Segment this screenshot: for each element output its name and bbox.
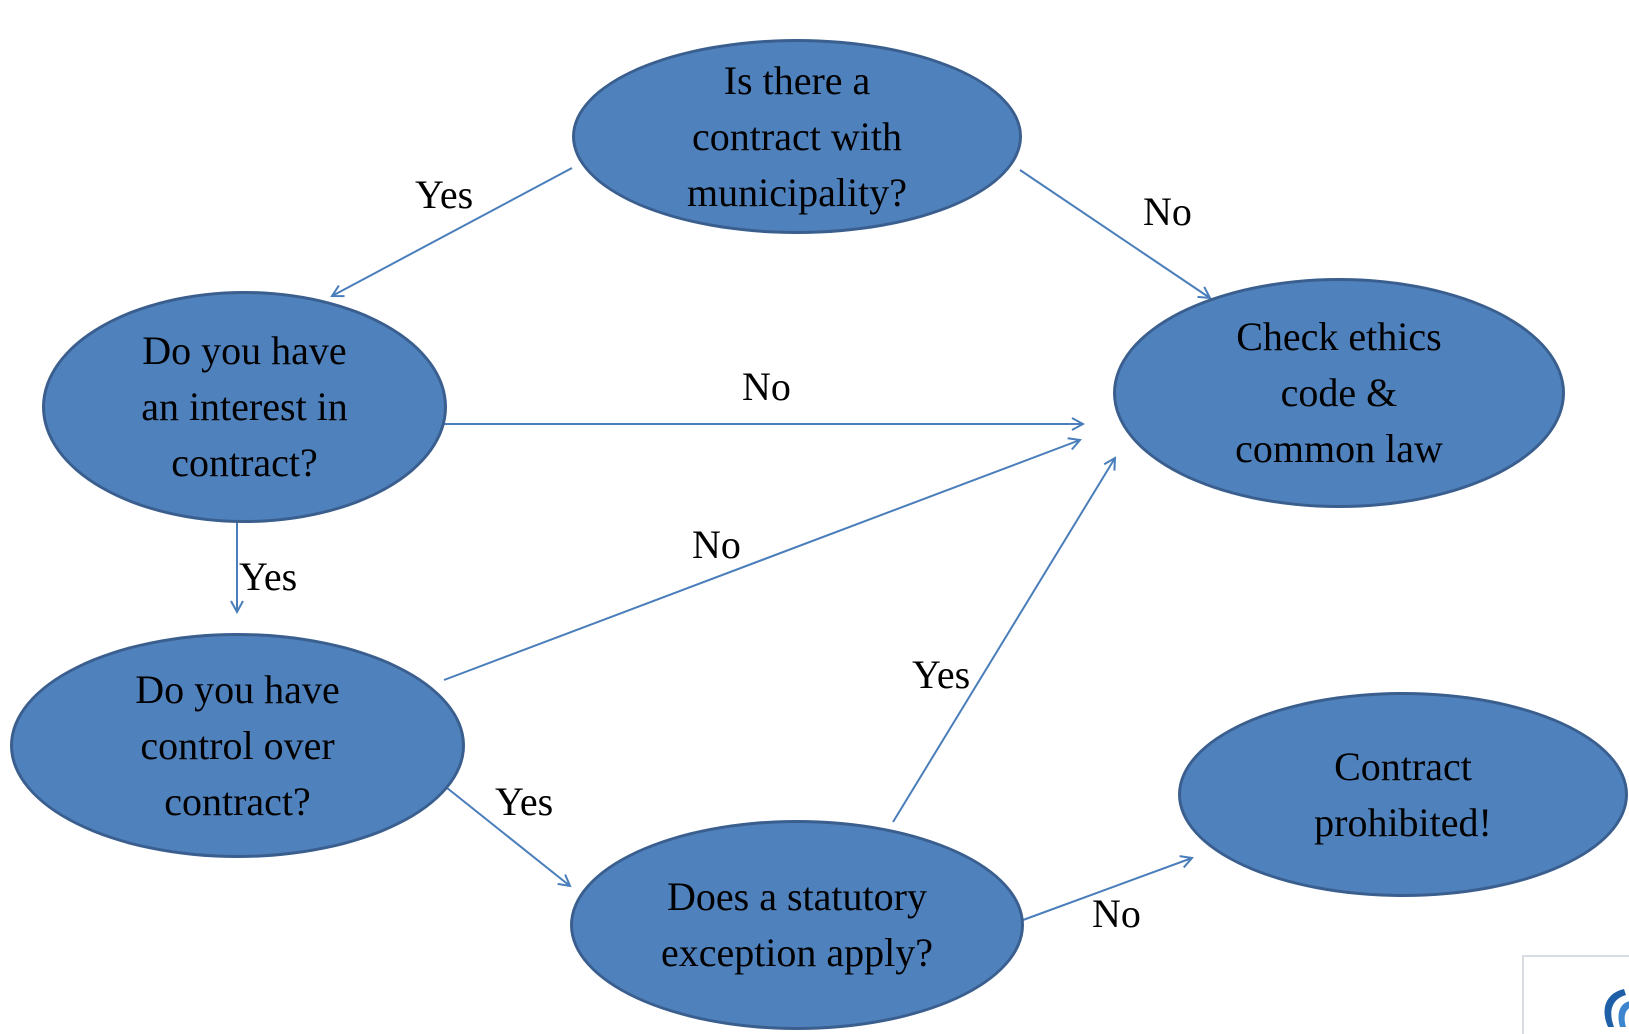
arrow-exception-to-prohibited (1022, 858, 1192, 921)
node-contract-question-text: Is there a contract with municipality? (687, 57, 907, 215)
node-ethics-outcome-text: Check ethics code & common law (1235, 314, 1443, 471)
label-exception-no: No (1092, 891, 1141, 936)
node-control-question: Do you have control over contract? (10, 633, 465, 858)
node-exception-question-text: Does a statutory exception apply? (660, 874, 934, 975)
label-interest-no: No (742, 364, 791, 409)
label-exception-yes: Yes (912, 652, 971, 697)
node-interest-question-text: Do you have an interest in contract? (141, 328, 348, 485)
label-contract-yes: Yes (415, 172, 474, 217)
label-control-yes: Yes (495, 779, 554, 824)
corner-logo (1522, 955, 1629, 1034)
label-control-no: No (692, 522, 741, 567)
node-exception-question: Does a statutory exception apply? (570, 820, 1024, 1030)
arrow-control-to-ethics (443, 440, 1080, 681)
label-interest-yes: Yes (239, 554, 298, 599)
node-interest-question: Do you have an interest in contract? (42, 291, 447, 523)
arrow-contract-to-interest (332, 167, 573, 296)
node-prohibited-outcome: Contract prohibited! (1178, 692, 1628, 897)
node-control-question-text: Do you have control over contract? (135, 666, 340, 824)
node-contract-question: Is there a contract with municipality? (572, 39, 1022, 234)
partial-logo-icon (1604, 989, 1629, 1027)
arrow-exception-to-ethics (892, 458, 1115, 823)
label-contract-no: No (1143, 189, 1192, 234)
node-prohibited-outcome-text: Contract prohibited! (1314, 743, 1492, 845)
node-ethics-outcome: Check ethics code & common law (1113, 278, 1565, 508)
arrow-contract-to-ethics (1019, 169, 1210, 298)
